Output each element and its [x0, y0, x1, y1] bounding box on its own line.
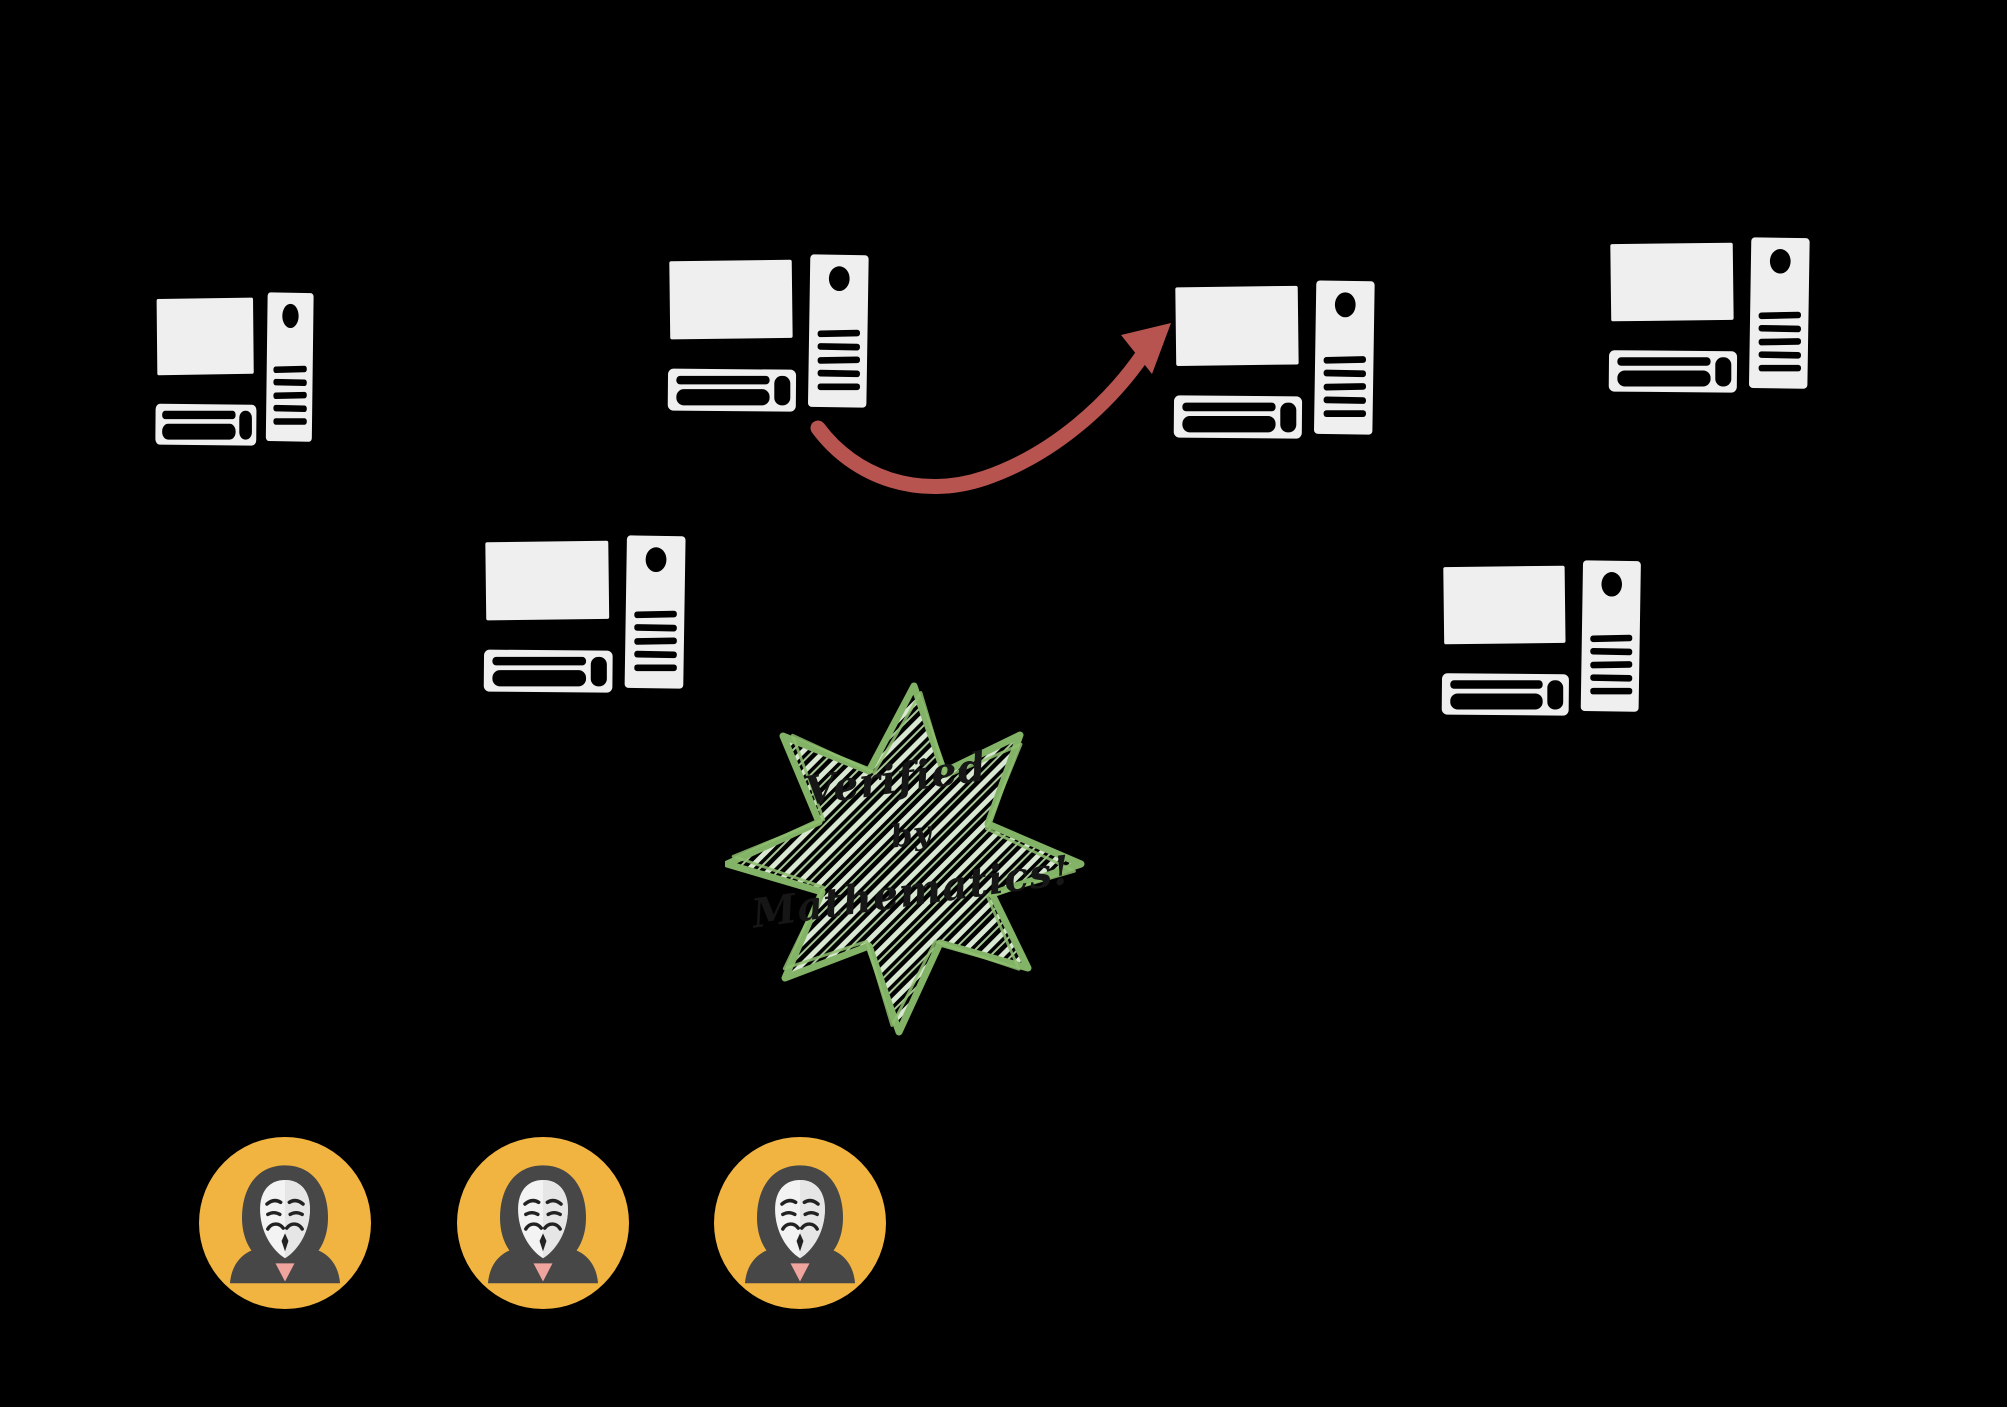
- arrow-curve: [810, 348, 1150, 495]
- computer-node-5: [482, 532, 709, 694]
- miner-icon: [714, 1137, 886, 1309]
- miner-avatar-2: [457, 1137, 629, 1309]
- computer-node-6: [1440, 557, 1664, 717]
- star-text-line2: by: [888, 814, 935, 856]
- computer-icon: [484, 535, 686, 692]
- star-sketch-outline: [731, 691, 1076, 1027]
- miner-icon: [199, 1137, 371, 1309]
- verification-burst: Verified by Mathematics!: [725, 682, 1085, 1036]
- miner-avatar-1: [199, 1137, 371, 1309]
- computer-icon: [155, 292, 313, 445]
- computer-icon: [1174, 280, 1375, 438]
- computer-node-1: [154, 289, 332, 447]
- computer-icon: [1442, 560, 1641, 715]
- arrow-head: [1121, 323, 1171, 374]
- computer-icon: [1609, 237, 1810, 392]
- star-shape: [725, 682, 1085, 1036]
- computer-node-4: [1607, 234, 1833, 394]
- miner-icon: [457, 1137, 629, 1309]
- computer-node-3: [1172, 277, 1398, 440]
- transaction-arrow-icon: [810, 323, 1171, 495]
- miner-avatar-3: [714, 1137, 886, 1309]
